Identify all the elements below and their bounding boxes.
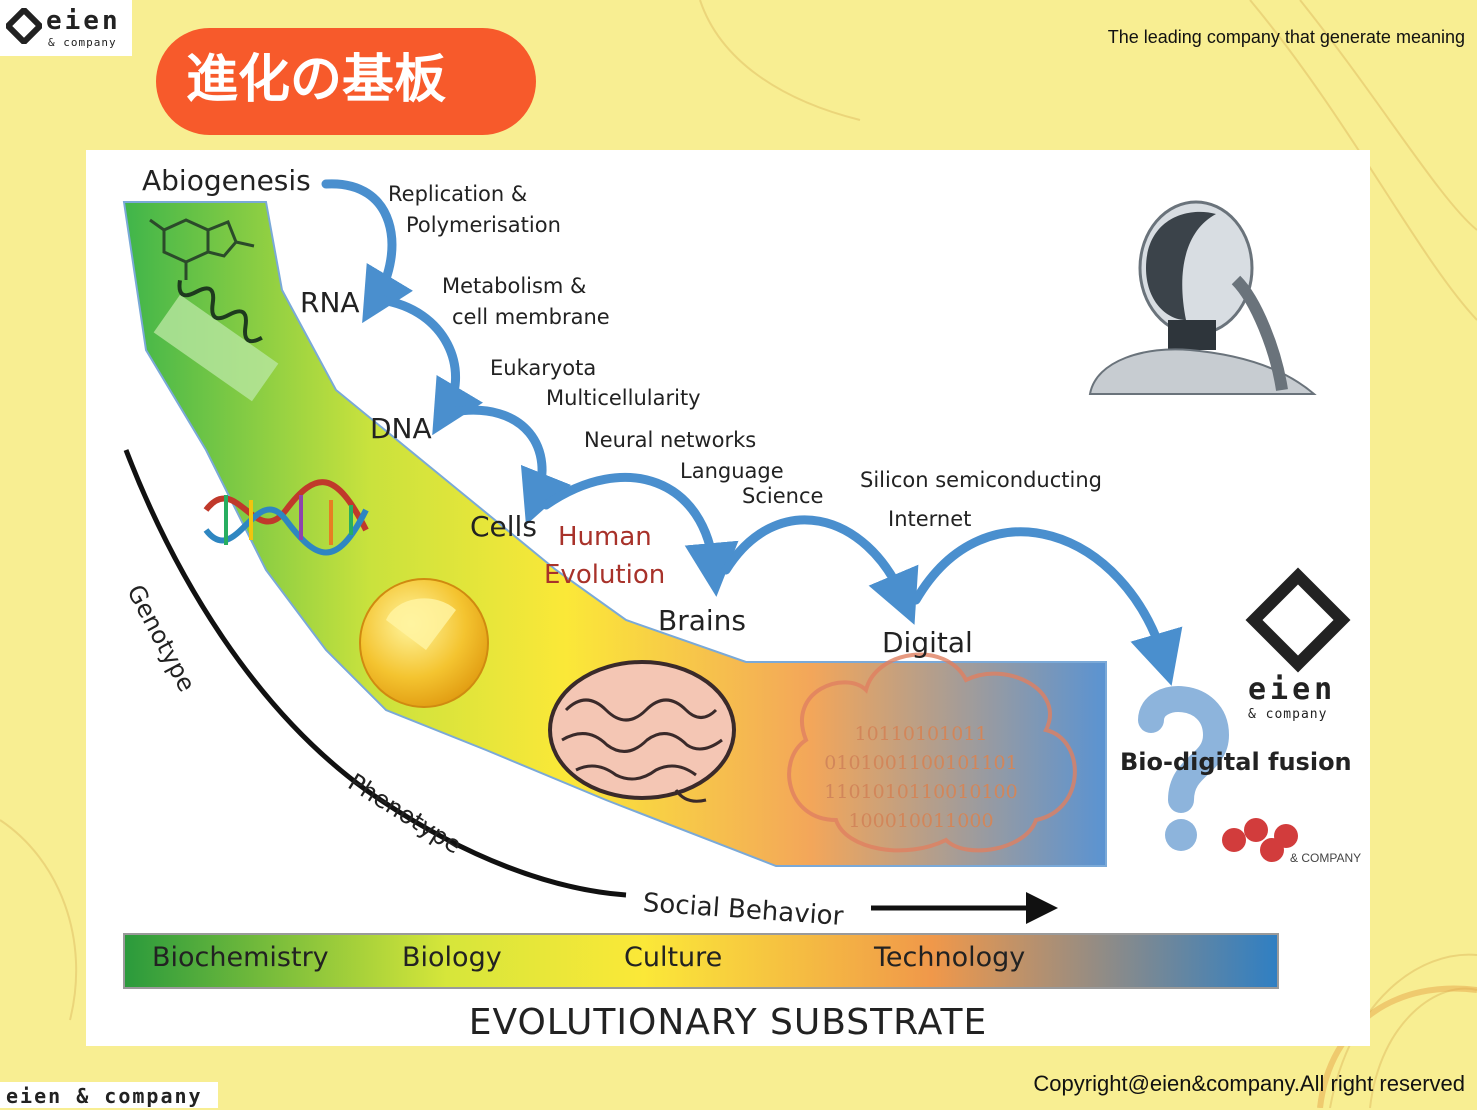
- footer-logo[interactable]: eien & company: [0, 1082, 218, 1108]
- binary-line: 10110101011: [854, 723, 988, 745]
- evolutionary-substrate-label: EVOLUTIONARY SUBSTRATE: [468, 1002, 988, 1043]
- header-logo[interactable]: eien & company: [0, 0, 132, 56]
- stage-dna: DNA: [370, 412, 432, 445]
- page-title-pill: 進化の基板: [156, 28, 536, 135]
- bio-digital-fusion-label: Bio-digital fusion: [1120, 748, 1352, 776]
- logo-name: eien: [46, 6, 121, 36]
- brain-icon: [548, 660, 736, 803]
- transition-science: Science: [742, 484, 824, 508]
- arrow-digital-fusion: [911, 527, 1183, 686]
- transition-eukaryota: Eukaryota: [490, 356, 597, 380]
- rna-strand-icon: [153, 280, 279, 402]
- right-logo-name: eien: [1248, 672, 1337, 707]
- evolution-ribbon: [122, 201, 1107, 867]
- band-culture: Culture: [624, 942, 723, 973]
- right-logo-mark-icon: [1245, 567, 1351, 673]
- transition-arrows: [321, 179, 1183, 686]
- right-logo-sub: & company: [1248, 707, 1328, 722]
- substrate-band: [123, 933, 1279, 989]
- molecule-icon: [149, 218, 255, 280]
- robot-thinking-image: [1088, 190, 1317, 395]
- transition-polymerisation: Polymerisation: [406, 213, 561, 237]
- binary-line: 0101001100101101: [824, 752, 1018, 774]
- arrow-dna-cells: [447, 405, 572, 526]
- copyright-text: Copyright@eien&company.All right reserve…: [1033, 1071, 1465, 1096]
- genotype-axis: [123, 449, 627, 898]
- stage-cells: Cells: [470, 510, 537, 543]
- human-evolution-line2: Evolution: [544, 560, 666, 590]
- logo-sub: & company: [48, 36, 117, 49]
- band-biology: Biology: [402, 942, 502, 973]
- page-title: 進化の基板: [186, 50, 447, 110]
- stage-brains: Brains: [658, 604, 746, 637]
- dna-helix-icon: [203, 479, 369, 556]
- logo-mark-icon: [6, 8, 42, 44]
- binary-line: 1101010110010100: [824, 781, 1018, 803]
- evolution-diagram: Abiogenesis RNA DNA Cells Brains Digital…: [86, 150, 1370, 1046]
- stage-abiogenesis: Abiogenesis: [142, 164, 311, 197]
- transition-multicellularity: Multicellularity: [546, 386, 701, 410]
- binary-cloud-icon: [787, 652, 1077, 853]
- binary-text: 10110101011 0101001100101101 11010101100…: [806, 720, 1036, 836]
- transition-replication: Replication &: [388, 182, 528, 206]
- transition-language: Language: [680, 459, 784, 483]
- small-brand-label: & COMPANY: [1290, 851, 1362, 865]
- right-logo: eien & company: [1248, 672, 1336, 722]
- transition-internet: Internet: [888, 507, 972, 531]
- transition-silicon: Silicon semiconducting: [860, 468, 1102, 492]
- human-evolution-line1: Human: [558, 522, 652, 552]
- band-biochemistry: Biochemistry: [152, 942, 329, 973]
- transition-metabolism: Metabolism &: [442, 274, 587, 298]
- binary-line: 100010011000: [848, 810, 994, 832]
- stage-digital: Digital: [882, 626, 973, 659]
- arrow-rna-dna: [377, 295, 484, 436]
- tagline: The leading company that generate meanin…: [1107, 27, 1465, 47]
- stage-rna: RNA: [300, 286, 360, 319]
- arrow-brains-digital: [721, 515, 919, 625]
- band-technology: Technology: [874, 942, 1026, 973]
- arrow-abiogenesis-rna: [321, 179, 414, 324]
- transition-membrane: cell membrane: [452, 305, 610, 329]
- eien-color-mark-icon: [1222, 818, 1298, 862]
- transition-neural: Neural networks: [584, 428, 757, 452]
- question-mark-icon: [1138, 686, 1230, 851]
- diagram-graphics: [122, 179, 1351, 989]
- arrow-cells-brains: [541, 472, 739, 597]
